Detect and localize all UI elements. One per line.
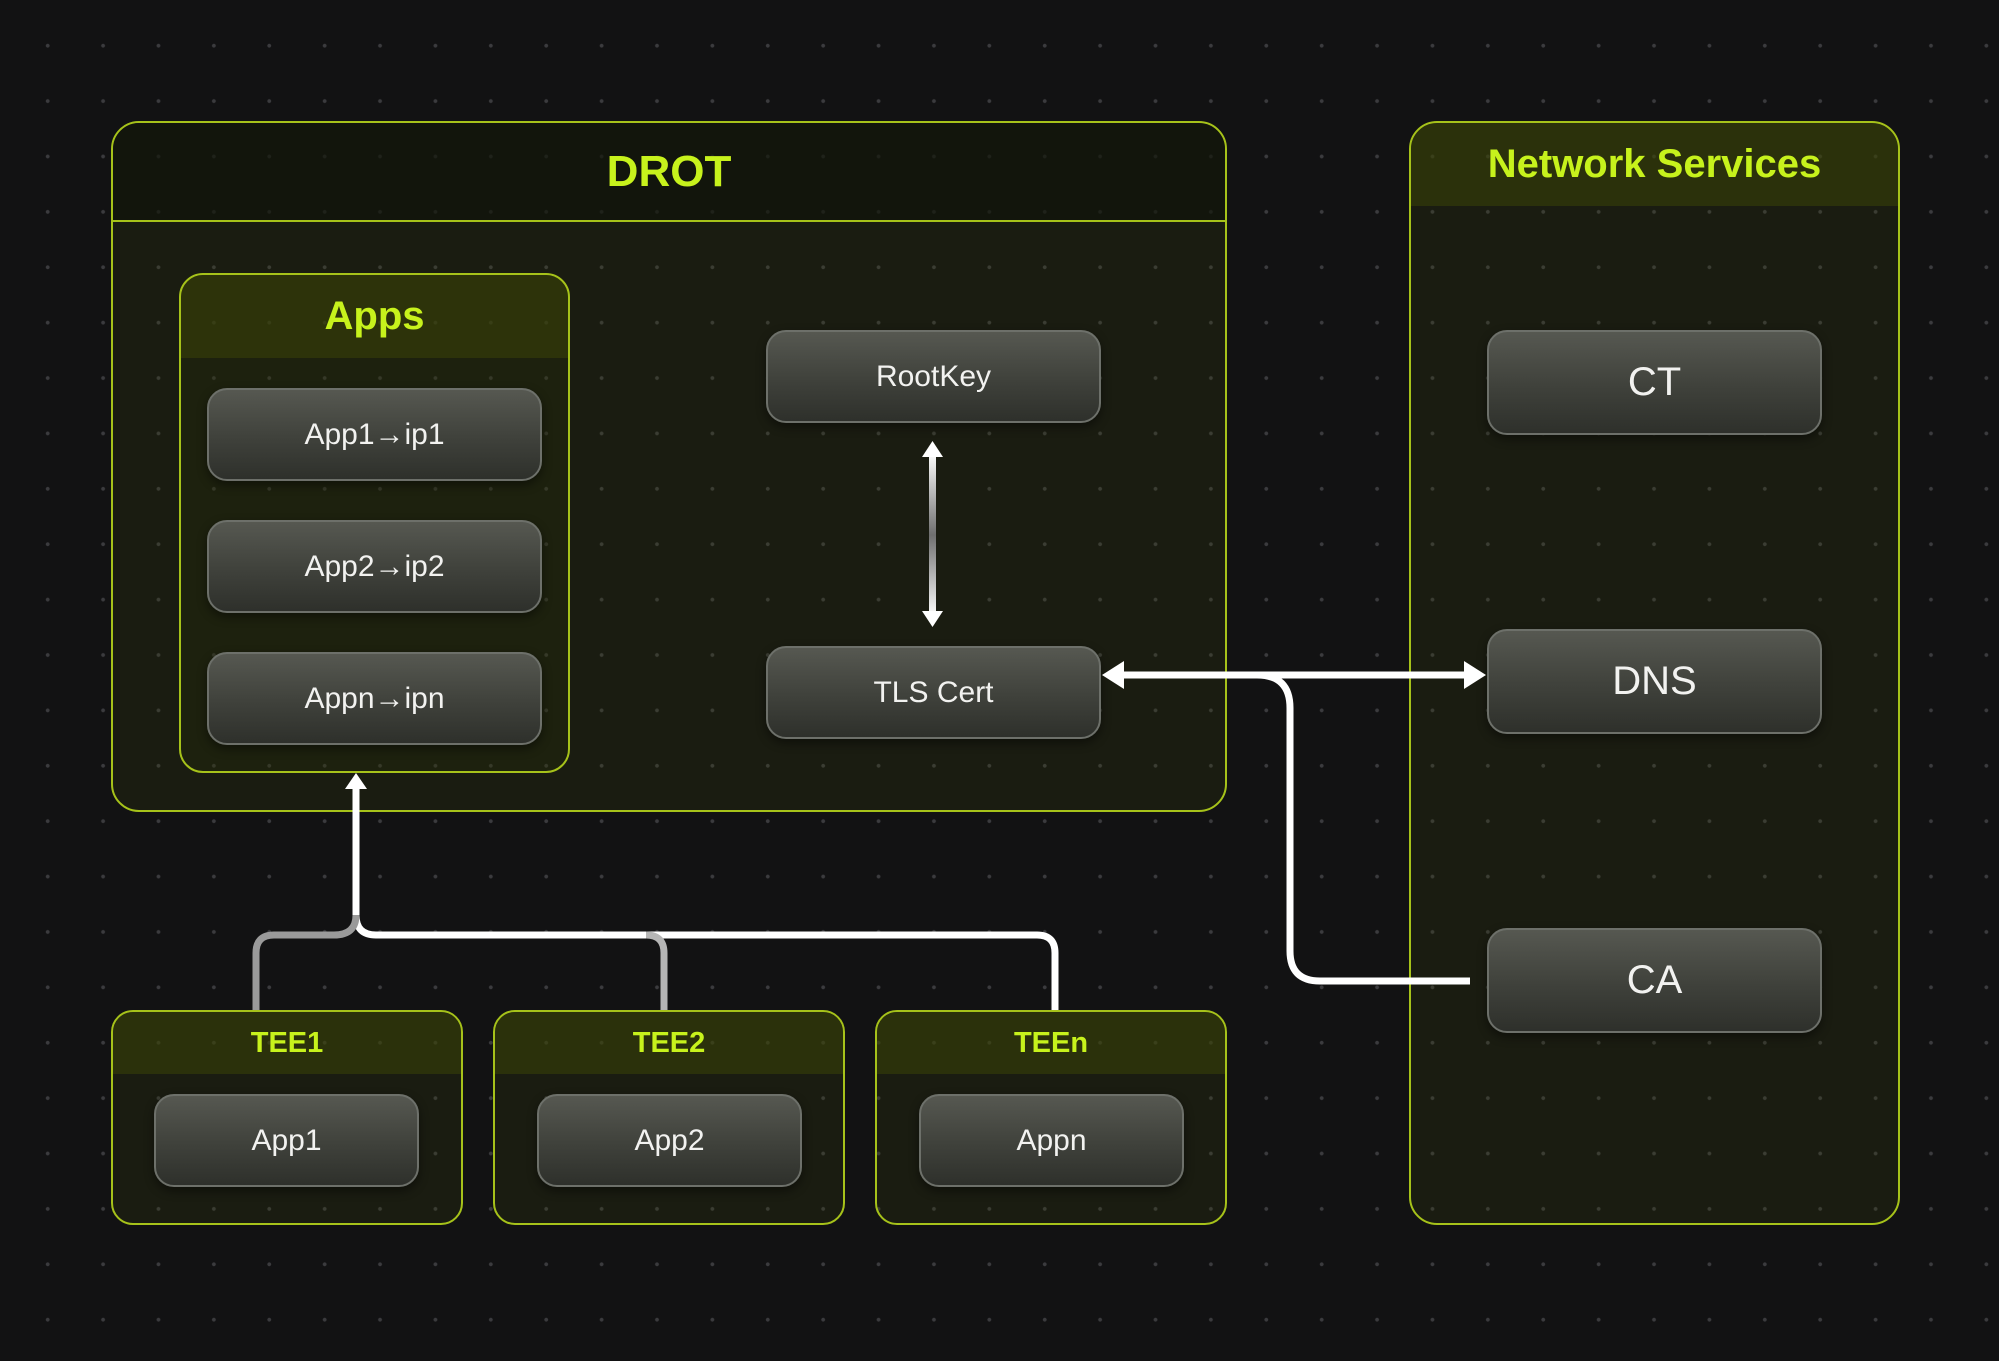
tee1-title: TEE1 (113, 1012, 461, 1074)
app-mapping-2: App2→ip2 (207, 520, 542, 613)
app-mapping-n-label: Appn→ipn (304, 681, 445, 715)
tls-cert-label: TLS Cert (873, 675, 994, 709)
teen-app-label: Appn (1016, 1123, 1087, 1157)
teen-app: Appn (919, 1094, 1184, 1187)
app-mapping-1-label: App1→ip1 (304, 417, 445, 451)
tee1-app-label: App1 (251, 1123, 322, 1157)
dns-label: DNS (1612, 659, 1697, 703)
ct-node: CT (1487, 330, 1822, 435)
dns-node: DNS (1487, 629, 1822, 734)
tls-cert-node: TLS Cert (766, 646, 1101, 739)
ca-label: CA (1626, 958, 1683, 1002)
apps-title: Apps (181, 275, 568, 358)
network-services-title: Network Services (1411, 123, 1898, 206)
tee2-title: TEE2 (495, 1012, 843, 1074)
teen-title: TEEn (877, 1012, 1225, 1074)
tee1-app: App1 (154, 1094, 419, 1187)
drot-title: DROT (113, 123, 1225, 222)
app-mapping-2-label: App2→ip2 (304, 549, 445, 583)
rootkey-label: RootKey (875, 359, 992, 393)
rootkey-node: RootKey (766, 330, 1101, 423)
ca-node: CA (1487, 928, 1822, 1033)
app-mapping-1: App1→ip1 (207, 388, 542, 481)
ct-label: CT (1627, 360, 1682, 404)
tee2-app-label: App2 (634, 1123, 705, 1157)
tee2-app: App2 (537, 1094, 802, 1187)
app-mapping-n: Appn→ipn (207, 652, 542, 745)
